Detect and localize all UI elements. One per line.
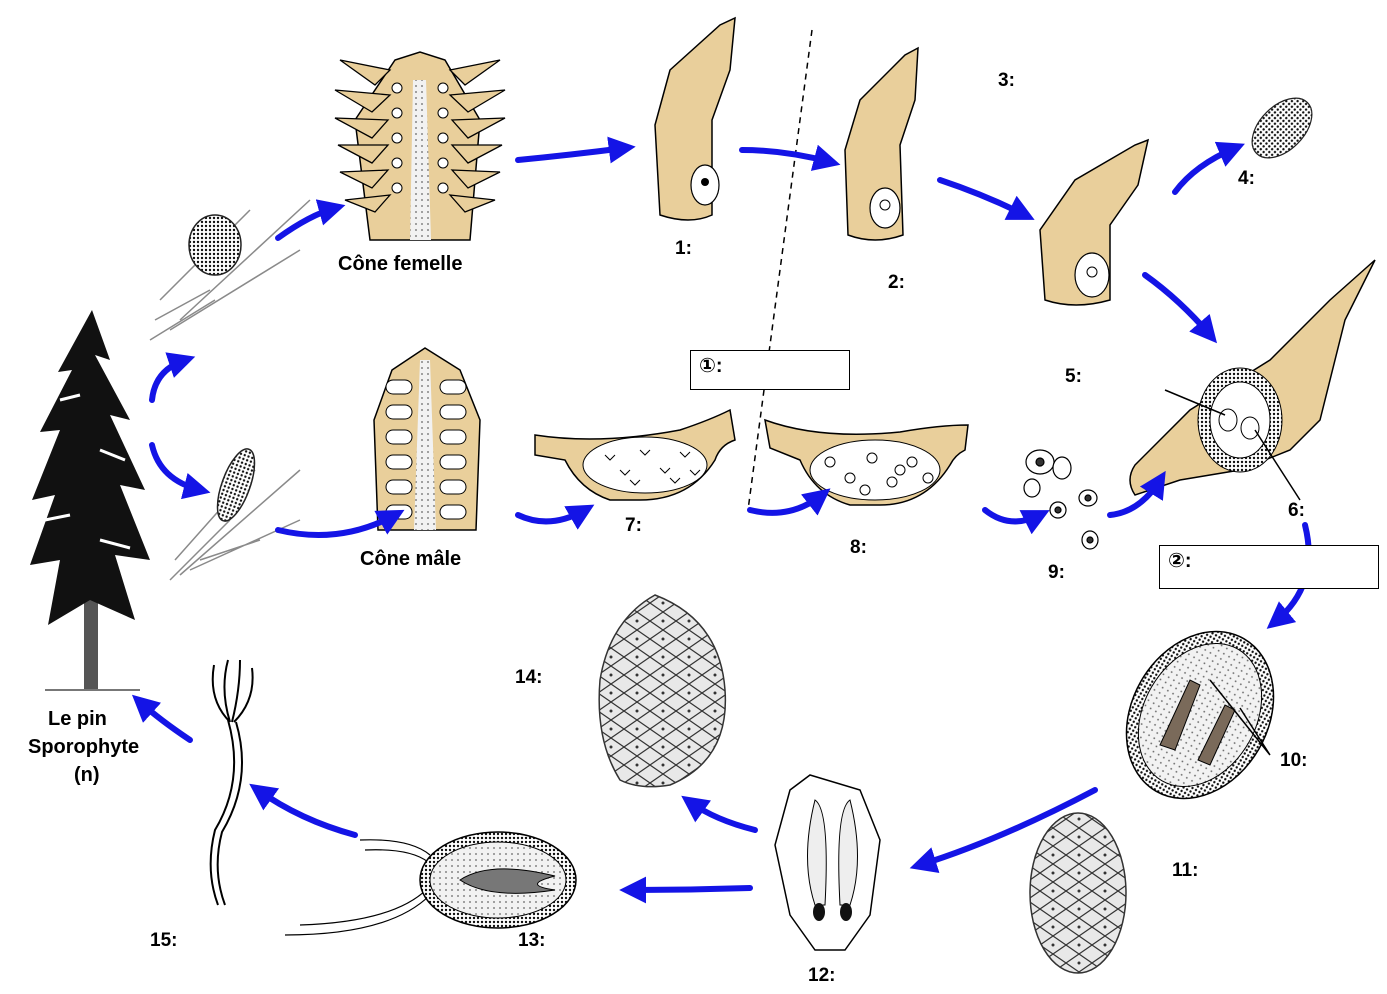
arrow-7-to-8 <box>750 495 822 513</box>
blank-box-1-label: ①: <box>699 355 723 377</box>
seed-10 <box>1097 605 1303 825</box>
arrow-twig-to-female-cone <box>278 208 335 238</box>
label-3: 3: <box>998 70 1015 92</box>
female-cone-twig <box>150 200 310 340</box>
label-11: 11: <box>1172 860 1198 882</box>
pollen-sac-7 <box>535 410 735 500</box>
label-8: 8: <box>850 537 867 559</box>
young-cone-4 <box>1241 87 1323 169</box>
label-10: 10: <box>1280 750 1307 772</box>
ovule-scale-1 <box>655 18 735 220</box>
seedling-15 <box>211 660 253 905</box>
pollen-grains-9 <box>1024 450 1098 549</box>
label-12: 12: <box>808 965 835 987</box>
caption-cone-male: Cône mâle <box>360 548 461 571</box>
arrows <box>140 148 1309 890</box>
seed-section-13 <box>285 832 576 935</box>
arrow-pine-to-female <box>152 360 185 400</box>
label-2: 2: <box>888 272 905 294</box>
label-9: 9: <box>1048 562 1065 584</box>
caption-pine-line3: (n) <box>74 764 100 787</box>
fertilization-scale-6 <box>1130 260 1375 500</box>
seed-scale-12 <box>775 775 880 950</box>
caption-pine-line1: Le pin <box>48 708 107 731</box>
arrow-3-to-4 <box>1175 148 1235 192</box>
arrow-8-to-9 <box>985 510 1040 521</box>
blank-box-2-label: ②: <box>1168 550 1192 572</box>
male-cone-section <box>374 348 480 530</box>
arrow-1-to-2 <box>742 150 830 162</box>
caption-pine-line2: Sporophyte <box>28 736 139 759</box>
label-4: 4: <box>1238 168 1255 190</box>
pine-tree <box>30 310 150 690</box>
label-7: 7: <box>625 515 642 537</box>
arrow-male-to-7 <box>518 510 585 521</box>
arrow-3-to-6 <box>1145 275 1210 335</box>
mature-cone-11 <box>1030 813 1126 973</box>
arrow-female-to-1 <box>518 148 625 160</box>
male-cone-twig <box>170 445 300 580</box>
ovule-scale-3 <box>1040 140 1148 305</box>
arrow-2-to-3 <box>940 180 1025 215</box>
pollen-sac-8 <box>765 420 968 505</box>
label-5: 5: <box>1065 366 1082 388</box>
arrow-12-to-14 <box>690 802 755 830</box>
female-cone-section <box>335 52 505 240</box>
label-6: 6: <box>1288 500 1305 522</box>
arrow-13-to-15 <box>258 790 355 835</box>
blank-box-1[interactable]: ①: <box>690 350 850 390</box>
blank-box-2[interactable]: ②: <box>1159 545 1379 589</box>
arrow-12-to-13 <box>630 888 750 890</box>
label-1: 1: <box>675 238 692 260</box>
arrow-pine-to-male <box>152 445 200 490</box>
open-cone-14 <box>599 595 725 787</box>
label-14: 14: <box>515 667 542 689</box>
arrow-15-to-pine <box>140 702 190 740</box>
label-13: 13: <box>518 930 545 952</box>
ovule-scale-2 <box>845 48 918 240</box>
label-15: 15: <box>150 930 177 952</box>
caption-cone-femelle: Cône femelle <box>338 253 462 276</box>
